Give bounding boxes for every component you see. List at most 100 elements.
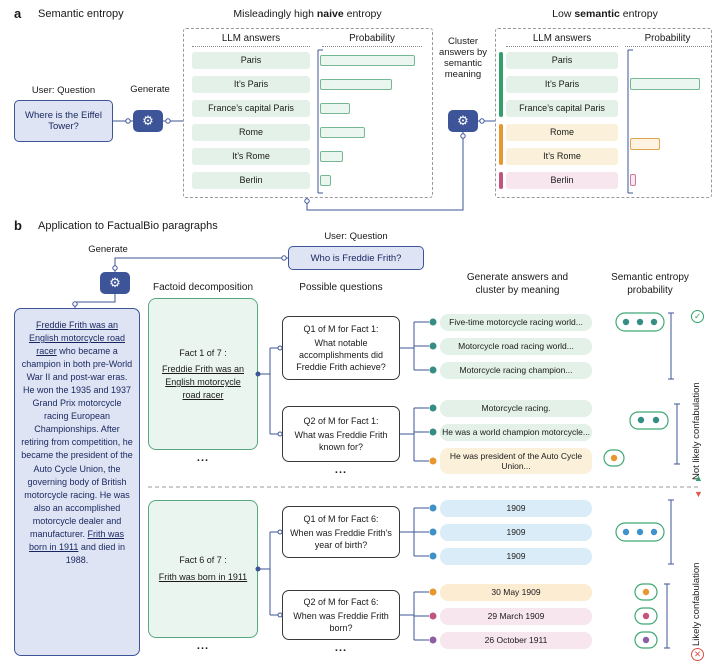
q2f6-body: When was Freddie Frith born? bbox=[293, 610, 389, 634]
blue-cluster-dot bbox=[429, 528, 437, 536]
probability-bar bbox=[320, 103, 350, 114]
connector-fact6-to-questions bbox=[258, 531, 282, 616]
q1f6-body: When was Freddie Frith’s year of birth? bbox=[290, 527, 392, 551]
answer-box: 30 May 1909 bbox=[440, 584, 592, 601]
node-circle bbox=[112, 265, 118, 271]
connector-question-to-llm bbox=[114, 257, 288, 272]
user-question-label-b: User: Question bbox=[324, 231, 388, 242]
fact-1-prefix: Fact 1 of 7 : bbox=[179, 347, 227, 358]
answer-box: Motorcycle racing champion... bbox=[440, 362, 592, 379]
semantic-title-bold: semantic bbox=[574, 8, 620, 20]
answer-box: Motorcycle road racing world... bbox=[440, 338, 592, 355]
green-cluster-dot bbox=[429, 342, 437, 350]
green-cluster-dot bbox=[429, 428, 437, 436]
orange-cluster-dot bbox=[429, 588, 437, 596]
semantic-title-post: entropy bbox=[619, 8, 658, 20]
answer-box: 1909 bbox=[440, 524, 592, 541]
semantic-col-probability: Probability bbox=[625, 33, 710, 47]
bio-fact1-underlined: Freddie Frith was an English motorcycle … bbox=[28, 320, 126, 357]
entropy-dot bbox=[650, 528, 658, 536]
user-question-box-b: Who is Freddie Frith? bbox=[288, 246, 424, 270]
question-q1-fact1-box: Q1 of M for Fact 1: What notable accompl… bbox=[282, 316, 400, 380]
probability-bar bbox=[320, 79, 392, 90]
naive-title-bold: naive bbox=[316, 8, 344, 20]
questions-ellipsis: ... bbox=[334, 464, 348, 476]
col-head-answers: Generate answers and cluster by meaning bbox=[430, 272, 605, 297]
connector-fact1-to-questions bbox=[258, 347, 282, 435]
semantic-answer-cell: Berlin bbox=[506, 172, 618, 189]
col-head-factoid: Factoid decomposition bbox=[152, 282, 254, 293]
pink-cluster-dot bbox=[429, 612, 437, 620]
node-circle bbox=[72, 301, 78, 307]
node-circle bbox=[281, 255, 287, 261]
llm-chip-icon: ⚙ bbox=[133, 110, 163, 132]
node-circle bbox=[165, 118, 171, 124]
semantic-title-pre: Low bbox=[552, 8, 575, 20]
biography-paragraph-box: Freddie Frith was an English motorcycle … bbox=[14, 308, 140, 656]
entropy-dot bbox=[652, 416, 660, 424]
answer-box: 29 March 1909 bbox=[440, 608, 592, 625]
entropy-bracket-q1f1 bbox=[668, 312, 674, 380]
semantic-answer-cell: Paris bbox=[506, 52, 618, 69]
entropy-cluster-box-q2f1-orange bbox=[603, 449, 625, 467]
entropy-dot bbox=[650, 318, 658, 326]
check-glyph: ✓ bbox=[693, 311, 702, 321]
entropy-cluster-box-q1f6 bbox=[615, 522, 665, 542]
rome-cluster-strip bbox=[499, 124, 503, 165]
llm-chip-icon: ⚙ bbox=[448, 110, 478, 132]
answer-box: Five-time motorcycle racing world... bbox=[440, 314, 592, 331]
answer-box: 1909 bbox=[440, 500, 592, 517]
answer-box: 26 October 1911 bbox=[440, 632, 592, 649]
entropy-dot bbox=[610, 454, 618, 462]
q2f1-body: What was Freddie Frith known for? bbox=[294, 429, 388, 453]
user-question-box-a: Where is the Eiffel Tower? bbox=[14, 100, 113, 142]
cross-glyph: ✕ bbox=[693, 649, 702, 659]
panel-b-title: Application to FactualBio paragraphs bbox=[38, 220, 218, 232]
connector-llm-to-bio bbox=[74, 294, 116, 308]
col-head-entropy-line2: probability bbox=[627, 284, 673, 296]
panel-a-title: Semantic entropy bbox=[38, 8, 124, 20]
q2f6-label: Q2 of M for Fact 6: bbox=[303, 596, 379, 607]
fact-1-text: Freddie Frith was an English motorcycle … bbox=[161, 364, 245, 400]
probability-bar bbox=[320, 55, 415, 66]
naive-col-probability: Probability bbox=[322, 33, 422, 47]
fact-6-prefix: Fact 6 of 7 : bbox=[179, 555, 227, 566]
green-cluster-dot bbox=[429, 318, 437, 326]
naive-answer-cell: Rome bbox=[192, 124, 310, 141]
up-triangle-icon: ▲ bbox=[694, 473, 703, 483]
question-q2-fact6-box: Q2 of M for Fact 6: When was Freddie Fri… bbox=[282, 590, 400, 640]
naive-title-pre: Misleadingly high bbox=[233, 8, 317, 20]
purple-cluster-dot bbox=[429, 636, 437, 644]
fact-1-box: Fact 1 of 7 : Freddie Frith was an Engli… bbox=[148, 298, 258, 450]
probability-bar bbox=[320, 175, 331, 186]
entropy-dot bbox=[622, 528, 630, 536]
gear-icon: ⚙ bbox=[457, 113, 469, 128]
entropy-cluster-box-q1f1 bbox=[615, 312, 665, 332]
cluster-probability-bar bbox=[630, 174, 637, 186]
paris-cluster-strip bbox=[499, 52, 503, 117]
connector-q2f1-to-answers bbox=[400, 407, 429, 462]
bio-end-text: and died in 1988. bbox=[65, 541, 125, 565]
fact-6-text: Frith was born in 1911 bbox=[158, 572, 248, 582]
green-cluster-dot bbox=[429, 404, 437, 412]
questions-ellipsis-2: ... bbox=[334, 642, 348, 654]
semantic-col-llm-answers: LLM answers bbox=[506, 33, 618, 47]
col-head-answers-line2: cluster by meaning bbox=[475, 284, 560, 296]
gear-icon: ⚙ bbox=[109, 275, 121, 290]
entropy-dot bbox=[642, 588, 650, 596]
blue-cluster-dot bbox=[429, 552, 437, 560]
naive-title-post: entropy bbox=[343, 8, 382, 20]
entropy-dot bbox=[622, 318, 630, 326]
naive-col-llm-answers: LLM answers bbox=[192, 33, 310, 47]
answer-box: 1909 bbox=[440, 548, 592, 565]
cluster-probability-bar bbox=[630, 78, 701, 90]
q1f1-body: What notable accomplishments did Freddie… bbox=[296, 337, 386, 373]
probability-bar bbox=[320, 127, 365, 138]
entropy-bracket-q2f1 bbox=[674, 403, 680, 465]
answer-box: He was president of the Auto Cycle Union… bbox=[440, 448, 592, 474]
panel-a-label: a bbox=[14, 6, 22, 21]
node-circle bbox=[479, 118, 485, 124]
factoid-ellipsis: ... bbox=[196, 452, 210, 464]
q1f1-label: Q1 of M for Fact 1: bbox=[303, 323, 379, 334]
